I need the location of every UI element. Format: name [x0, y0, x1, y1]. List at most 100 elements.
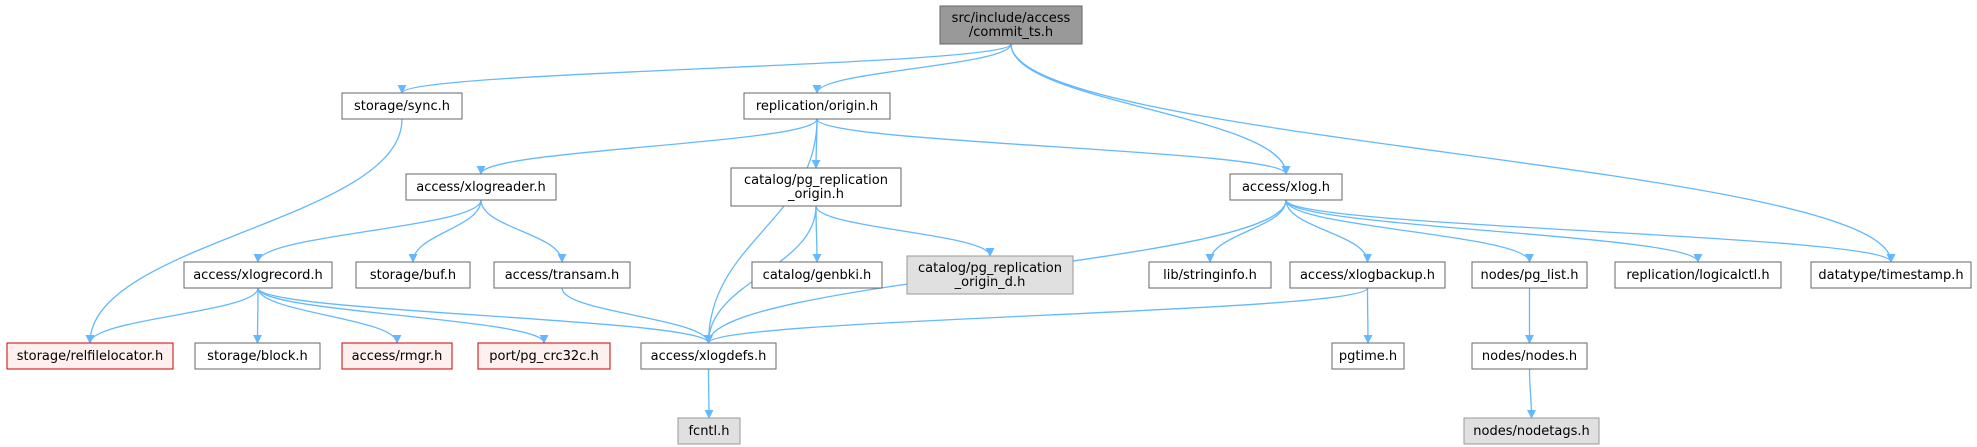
edge-nodes-to-nodetags [1526, 368, 1537, 419]
node-label: _origin.h [787, 187, 844, 202]
edge-commit_ts-to-xlog [1010, 43, 1291, 175]
node-box [1810, 261, 1972, 289]
node-xlogbackup[interactable]: access/xlogbackup.h [1289, 261, 1446, 289]
edge-arrow [257, 287, 549, 344]
node-box [6, 342, 174, 370]
node-label: access/rmgr.h [352, 349, 443, 364]
node-box [477, 342, 611, 370]
edge-xlogrecord-to-rmgr [257, 287, 402, 344]
edge-commit_ts-to-timestamp [1010, 43, 1896, 263]
node-box [906, 255, 1074, 295]
node-sync[interactable]: storage/sync.h [341, 92, 463, 120]
node-origin[interactable]: replication/origin.h [743, 92, 891, 120]
edge-arrow [1526, 368, 1537, 419]
edge-arrow [252, 287, 263, 344]
edge-origin-to-xlogreader [476, 118, 818, 175]
node-block[interactable]: storage/block.h [194, 342, 321, 370]
node-rmgr[interactable]: access/rmgr.h [341, 342, 453, 370]
node-label: access/xlogreader.h [416, 180, 546, 195]
edge-arrow [703, 118, 818, 344]
node-box [355, 261, 471, 289]
node-xlogdefs[interactable]: access/xlogdefs.h [640, 342, 777, 370]
node-box [743, 92, 891, 120]
node-box [493, 261, 631, 289]
node-box [405, 173, 557, 201]
edge-commit_ts-to-origin [812, 43, 1012, 94]
edge-arrow [480, 199, 567, 263]
node-box [1471, 261, 1588, 289]
node-label: access/xlogdefs.h [651, 349, 767, 364]
node-label: catalog/pg_replication [744, 173, 888, 188]
node-label: storage/buf.h [370, 268, 456, 283]
node-nodes[interactable]: nodes/nodes.h [1471, 342, 1588, 370]
node-label: access/transam.h [505, 268, 620, 283]
node-label: fcntl.h [688, 424, 729, 439]
file-nodes: src/include/access/commit_ts.h storage/sy… [6, 5, 1972, 445]
node-label: pgtime.h [1339, 349, 1397, 364]
node-label: port/pg_crc32c.h [489, 349, 598, 364]
node-crc32c[interactable]: port/pg_crc32c.h [477, 342, 611, 370]
edge-origin-to-xlog [816, 118, 1291, 175]
edge-arrow [816, 118, 1291, 175]
node-transam[interactable]: access/transam.h [493, 261, 631, 289]
node-box [1331, 342, 1405, 370]
edge-arrow [704, 287, 1369, 344]
edge-arrow [1363, 287, 1373, 344]
edge-xlog-to-xlogbackup [1285, 199, 1373, 263]
node-box [1148, 261, 1272, 289]
node-xlogreader[interactable]: access/xlogreader.h [405, 173, 557, 201]
node-box [730, 167, 902, 207]
edge-arrow [85, 287, 259, 344]
node-stringinfo[interactable]: lib/stringinfo.h [1148, 261, 1272, 289]
node-box [640, 342, 777, 370]
edge-xlogreader-to-xlogrecord [253, 199, 482, 263]
edge-xlogbackup-to-xlogdefs [704, 287, 1369, 344]
node-box [1463, 417, 1600, 445]
node-genbki[interactable]: catalog/genbki.h [751, 261, 883, 289]
node-relfilelocator[interactable]: storage/relfilelocator.h [6, 342, 174, 370]
node-commit_ts: src/include/access/commit_ts.h [939, 5, 1083, 45]
edge-arrow [561, 287, 714, 344]
edge-arrow [408, 199, 482, 263]
edge-xlog-to-timestamp [1285, 199, 1896, 263]
node-buf[interactable]: storage/buf.h [355, 261, 471, 289]
edge-arrow [815, 205, 995, 257]
node-fcntl[interactable]: fcntl.h [677, 417, 741, 445]
node-timestamp[interactable]: datatype/timestamp.h [1810, 261, 1972, 289]
node-pg_list[interactable]: nodes/pg_list.h [1471, 261, 1588, 289]
edge-arrow [257, 287, 402, 344]
node-label: /commit_ts.h [969, 25, 1053, 40]
edge-arrow [1010, 43, 1896, 263]
node-pg_repl_origin[interactable]: catalog/pg_replication_origin.h [730, 167, 902, 207]
node-box [677, 417, 741, 445]
edge-arrow [1285, 199, 1373, 263]
edge-xlog-to-logicalctl [1285, 199, 1703, 263]
edge-arrow [85, 118, 403, 344]
edge-arrow [704, 368, 714, 419]
edge-xlogreader-to-transam [480, 199, 567, 263]
node-pgtime[interactable]: pgtime.h [1331, 342, 1405, 370]
node-label: replication/logicalctl.h [1626, 268, 1769, 283]
node-box [1289, 261, 1446, 289]
edge-xlogrecord-to-xlogdefs [257, 287, 713, 344]
node-box [194, 342, 321, 370]
edge-arrow [253, 199, 482, 263]
edge-origin-to-xlogdefs [703, 118, 818, 344]
edge-xlogdefs-to-fcntl [704, 368, 714, 419]
edge-arrow [257, 287, 713, 344]
node-pg_repl_origin_d[interactable]: catalog/pg_replication_origin_d.h [906, 255, 1074, 295]
node-label: storage/relfilelocator.h [17, 349, 164, 364]
node-logicalctl[interactable]: replication/logicalctl.h [1614, 261, 1782, 289]
edge-pg_repl_origin-to-genbki [812, 205, 822, 263]
node-label: src/include/access [952, 11, 1071, 26]
node-box [939, 5, 1083, 45]
edge-transam-to-xlogdefs [561, 287, 714, 344]
node-box [341, 342, 453, 370]
node-label: datatype/timestamp.h [1818, 268, 1963, 283]
node-xlogrecord[interactable]: access/xlogrecord.h [183, 261, 333, 289]
node-label: nodes/pg_list.h [1480, 268, 1578, 283]
node-nodetags[interactable]: nodes/nodetags.h [1463, 417, 1600, 445]
node-label: nodes/nodes.h [1482, 349, 1577, 364]
node-xlog[interactable]: access/xlog.h [1229, 173, 1343, 201]
edge-arrow [1285, 199, 1896, 263]
